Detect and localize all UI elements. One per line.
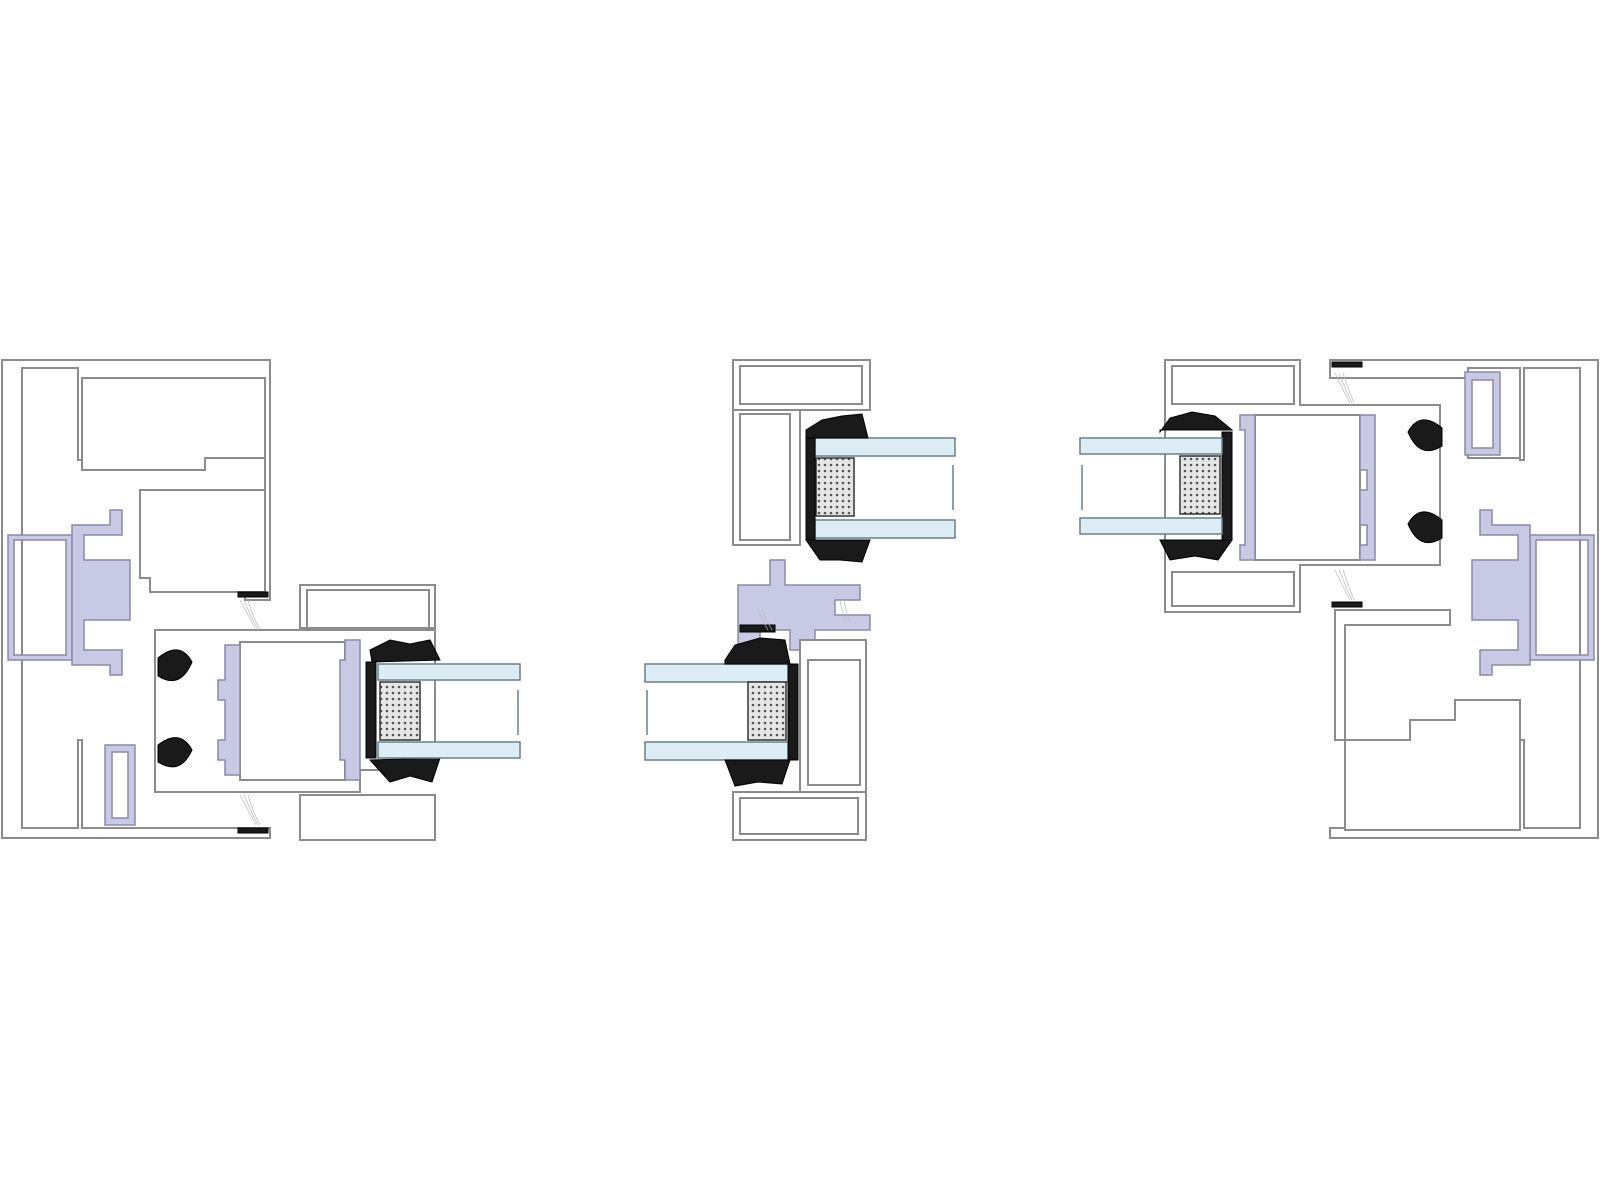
left-weather-strip-bottom xyxy=(237,827,269,834)
left-hinge-clip-lower xyxy=(157,737,193,768)
left-sash-bottom-chamber xyxy=(299,794,436,841)
left-frame-chamber-top xyxy=(81,377,266,471)
right-insert-profile xyxy=(1464,371,1501,456)
center-top-inner-chamber xyxy=(739,365,863,405)
right-hinge-clip-lower xyxy=(1407,511,1443,544)
left-spacer-core xyxy=(379,681,421,741)
center-gasket-upper-left xyxy=(805,413,871,563)
right-frame-sash-section xyxy=(1079,359,1599,839)
left-sash-top-chamber xyxy=(306,589,430,629)
left-glass-top xyxy=(377,663,521,681)
center-glass-lower-b xyxy=(644,741,791,761)
left-weather-strip-top xyxy=(237,591,269,598)
center-spacer-upper xyxy=(815,457,855,517)
right-sash-thermal-2 xyxy=(1239,414,1256,561)
right-brush-seal-top xyxy=(1334,372,1355,404)
center-brush-seal xyxy=(757,599,851,631)
right-sash-gasket-side xyxy=(1221,431,1233,541)
left-sash-inner xyxy=(239,641,346,781)
left-brush-seal-top xyxy=(239,599,261,631)
right-frame-chamber-lower xyxy=(1334,609,1521,831)
left-insert-profile xyxy=(104,744,136,826)
center-gasket-lower xyxy=(724,637,799,787)
left-hinge-clip-upper xyxy=(157,649,193,682)
center-spacer-lower xyxy=(747,681,787,741)
center-lower-sash xyxy=(799,639,867,793)
left-thermal-bridge xyxy=(71,509,131,676)
left-glass-bottom xyxy=(377,741,521,759)
center-bottom-inner-chamber xyxy=(739,797,859,835)
right-sash-inner xyxy=(1254,414,1361,561)
left-brush-seal-bottom xyxy=(239,794,261,826)
left-sash-gasket-bottom xyxy=(368,757,441,783)
right-weather-strip-bottom xyxy=(1331,601,1363,608)
left-frame-chamber-mid xyxy=(139,489,266,593)
center-upper-post xyxy=(732,409,801,546)
right-thermal-bridge xyxy=(1471,509,1531,676)
right-weather-strip-top xyxy=(1331,361,1363,368)
right-brush-seal-bottom xyxy=(1334,569,1355,601)
left-sash-thermal xyxy=(217,644,241,776)
center-glass-lower-a xyxy=(644,663,791,683)
right-sash-gasket-bottom xyxy=(1159,539,1233,561)
right-glass-bottom xyxy=(1079,517,1223,535)
center-glass-upper-b xyxy=(814,519,956,539)
center-mullion-meeting-section xyxy=(644,359,956,841)
left-sash-thermal-2 xyxy=(339,639,361,781)
right-spacer-core xyxy=(1179,455,1221,515)
right-glass-top xyxy=(1079,437,1223,455)
right-sash-thermal xyxy=(1359,414,1376,561)
right-sash-top-chamber xyxy=(1171,365,1295,405)
right-sash-bottom-chamber xyxy=(1171,571,1295,607)
left-frame-sash-section xyxy=(1,359,521,841)
right-sash-gasket-top xyxy=(1159,411,1234,434)
left-sash-gasket-side xyxy=(365,661,377,759)
center-glass-upper-a xyxy=(814,437,956,457)
right-hinge-clip-upper xyxy=(1407,419,1443,452)
center-meeting-thermal xyxy=(737,559,871,651)
